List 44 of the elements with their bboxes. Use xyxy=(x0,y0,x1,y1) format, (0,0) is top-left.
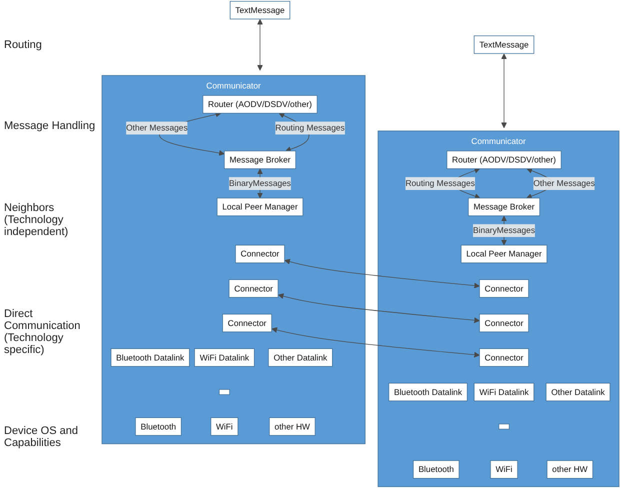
edge-label: BinaryMessages xyxy=(473,225,536,236)
node-box: Local Peer Manager xyxy=(216,198,304,216)
node-box: Message Broker xyxy=(468,198,540,216)
edge-label: Other Messages xyxy=(126,122,188,133)
edge-label: Other Messages xyxy=(533,178,595,188)
edge-label: Routing Messages xyxy=(405,178,475,188)
node-box: WiFi Datalink xyxy=(474,382,534,402)
layer-label: Message Handling xyxy=(4,120,96,132)
node-box: other HW xyxy=(269,417,316,436)
edge-label: Routing Messages xyxy=(275,122,345,133)
node-box: TextMessage xyxy=(474,35,534,54)
node-box: Connector xyxy=(235,244,285,264)
node-box: Bluetooth xyxy=(412,460,460,479)
node-box: other HW xyxy=(546,460,594,479)
arrow xyxy=(501,54,507,128)
node-box xyxy=(218,389,230,395)
node-box: Connector xyxy=(479,279,529,298)
node-box: WiFi xyxy=(210,417,238,436)
node-box: Router (AODV/DSDV/other) xyxy=(446,150,562,169)
arrow xyxy=(257,19,263,71)
node-box: Connector xyxy=(479,348,529,367)
node-box xyxy=(498,424,510,430)
node-box: WiFi xyxy=(490,460,518,479)
arrow xyxy=(272,327,480,358)
edge-label: BinaryMessages xyxy=(229,178,292,188)
arrow xyxy=(278,293,480,324)
node-box: Message Broker xyxy=(224,150,296,169)
node-box: Bluetooth Datalink xyxy=(388,382,468,402)
layer-label: Device OS and Capabilities xyxy=(4,425,79,450)
node-box: Other Datalink xyxy=(268,348,333,367)
node-box: Router (AODV/DSDV/other) xyxy=(202,95,318,114)
node-box: Connector xyxy=(479,314,529,332)
layer-label: Direct Communication (Technology specific) xyxy=(4,308,82,356)
node-box: Local Peer Manager xyxy=(460,244,548,264)
node-box: Bluetooth Datalink xyxy=(110,348,190,367)
node-box: Other Datalink xyxy=(546,382,610,402)
layer-label: Routing xyxy=(4,38,43,51)
node-box: Connector xyxy=(228,279,278,298)
node-box: TextMessage xyxy=(230,0,290,20)
layer-label: Neighbors (Technology independent) xyxy=(4,202,70,238)
node-box: WiFi Datalink xyxy=(194,348,255,367)
node-box: Bluetooth xyxy=(135,417,182,436)
arrow xyxy=(284,258,480,288)
node-box: Connector xyxy=(222,314,272,332)
